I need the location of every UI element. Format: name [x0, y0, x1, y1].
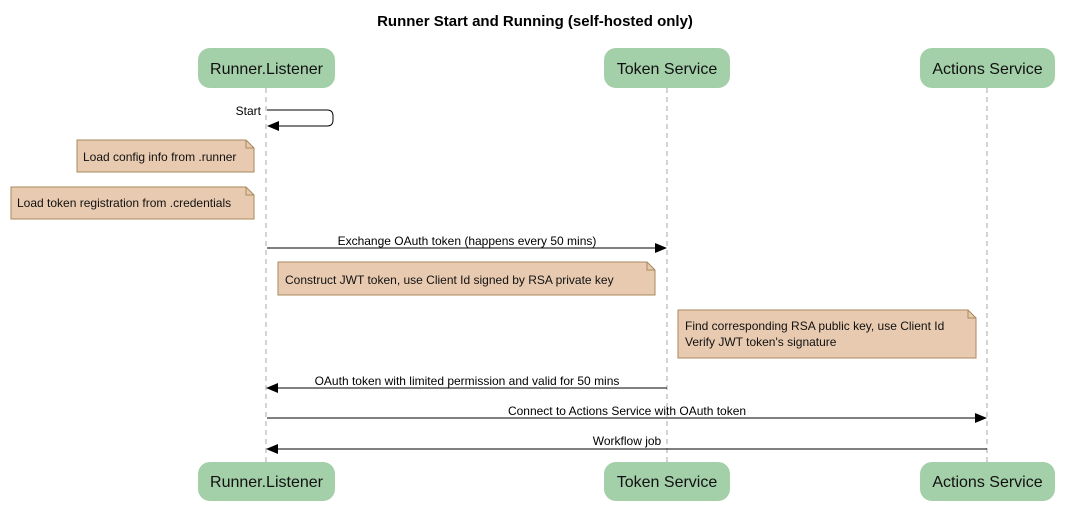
participant-actions-service-bottom: Actions Service: [920, 462, 1055, 501]
svg-text:Start: Start: [236, 104, 262, 118]
svg-text:Exchange OAuth token (happens: Exchange OAuth token (happens every 50 m…: [338, 234, 597, 248]
svg-text:Connect to Actions Service wit: Connect to Actions Service with OAuth to…: [508, 404, 746, 418]
participant-runner-listener-bottom: Runner.Listener: [198, 462, 335, 501]
note-load-token-registration: Load token registration from .credential…: [10, 186, 255, 220]
svg-text:Verify JWT token's signature: Verify JWT token's signature: [685, 335, 837, 349]
message-exchange-oauth-token: Exchange OAuth token (happens every 50 m…: [267, 234, 667, 253]
message-start: Start: [236, 104, 334, 131]
svg-text:Actions Service: Actions Service: [932, 61, 1042, 78]
participant-token-service-top: Token Service: [604, 48, 730, 88]
note-load-config: Load config info from .runner: [76, 139, 255, 173]
diagram-title: Runner Start and Running (self-hosted on…: [377, 13, 693, 30]
participant-token-service-bottom: Token Service: [604, 462, 730, 501]
message-oauth-token-response: OAuth token with limited permission and …: [266, 374, 667, 393]
svg-text:Load config info from .runner: Load config info from .runner: [83, 150, 236, 164]
message-workflow-job: Workflow job: [266, 434, 987, 454]
svg-text:Find corresponding RSA public: Find corresponding RSA public key, use C…: [685, 319, 944, 333]
message-connect-actions-service: Connect to Actions Service with OAuth to…: [267, 404, 987, 423]
svg-text:Actions Service: Actions Service: [932, 474, 1042, 491]
svg-text:Construct JWT token, use Clien: Construct JWT token, use Client Id signe…: [285, 273, 614, 287]
svg-text:OAuth token with limited permi: OAuth token with limited permission and …: [315, 374, 620, 388]
svg-text:Load token registration from .: Load token registration from .credential…: [17, 196, 231, 210]
note-construct-jwt: Construct JWT token, use Client Id signe…: [277, 261, 656, 296]
svg-text:Token Service: Token Service: [617, 61, 718, 78]
participant-runner-listener-top: Runner.Listener: [198, 48, 335, 88]
svg-text:Runner.Listener: Runner.Listener: [210, 61, 324, 78]
note-verify-jwt: Find corresponding RSA public key, use C…: [677, 309, 977, 359]
svg-text:Workflow job: Workflow job: [593, 434, 662, 448]
svg-text:Runner.Listener: Runner.Listener: [210, 474, 324, 491]
svg-text:Token Service: Token Service: [617, 474, 718, 491]
participant-actions-service-top: Actions Service: [920, 48, 1055, 88]
